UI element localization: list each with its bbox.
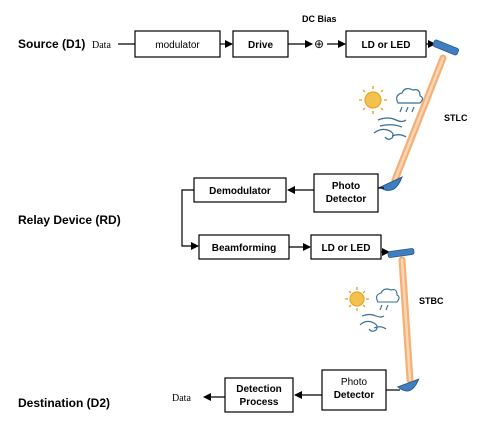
rain-cloud-icon bbox=[396, 87, 424, 113]
modulator-label: modulator bbox=[155, 40, 200, 51]
destination-label: Destination (D2) bbox=[18, 396, 110, 410]
wind-icon-2 bbox=[359, 313, 387, 332]
dc-bias-label: DC Bias bbox=[302, 14, 337, 24]
data-output-label: Data bbox=[172, 393, 191, 404]
demodulator-to-beamforming-connector bbox=[181, 189, 199, 250]
rain-cloud-icon-2 bbox=[375, 288, 400, 311]
beamforming-label: Beamforming bbox=[212, 243, 276, 254]
stlc-label: STLC bbox=[444, 113, 468, 123]
optical-beam-stlc bbox=[391, 54, 447, 184]
ld-led-block-relay bbox=[310, 234, 382, 260]
transmitter-led-icon-relay bbox=[387, 248, 415, 258]
beamforming-block bbox=[198, 234, 290, 260]
wind-icon bbox=[373, 117, 407, 140]
detection-process-label-line1: Detection bbox=[236, 384, 282, 395]
optical-beam-stbc bbox=[398, 256, 414, 384]
drive-label: Drive bbox=[248, 40, 273, 51]
ld-led-relay-label: LD or LED bbox=[322, 243, 371, 254]
photodetector-dish-icon-destination bbox=[396, 378, 420, 392]
photodetector-relay-label-line2: Detector bbox=[326, 194, 367, 205]
adder-symbol: ⊕ bbox=[314, 37, 324, 51]
source-label: Source (D1) bbox=[18, 37, 85, 51]
sun-icon bbox=[359, 86, 387, 114]
photodetector-block-relay bbox=[313, 173, 379, 213]
ld-led-source-label: LD or LED bbox=[362, 40, 411, 51]
relay-label: Relay Device (RD) bbox=[18, 213, 121, 227]
detection-process-block bbox=[224, 377, 294, 413]
transmitter-led-icon-source bbox=[432, 39, 459, 56]
demodulator-label: Demodulator bbox=[209, 186, 271, 197]
photodetector-destination-label-line2: Detector bbox=[334, 390, 375, 401]
photodetector-block-destination bbox=[321, 369, 387, 411]
photodetector-destination-label-line1: Photo bbox=[341, 377, 368, 388]
ld-led-block-source bbox=[345, 30, 427, 58]
detection-process-label-line2: Process bbox=[240, 397, 279, 408]
photodetector-dish-icon-relay bbox=[379, 176, 403, 191]
stbc-label: STBC bbox=[419, 296, 444, 306]
photodetector-relay-label-line1: Photo bbox=[332, 181, 360, 192]
sun-icon-2 bbox=[345, 287, 369, 311]
data-input-label: Data bbox=[92, 40, 111, 51]
